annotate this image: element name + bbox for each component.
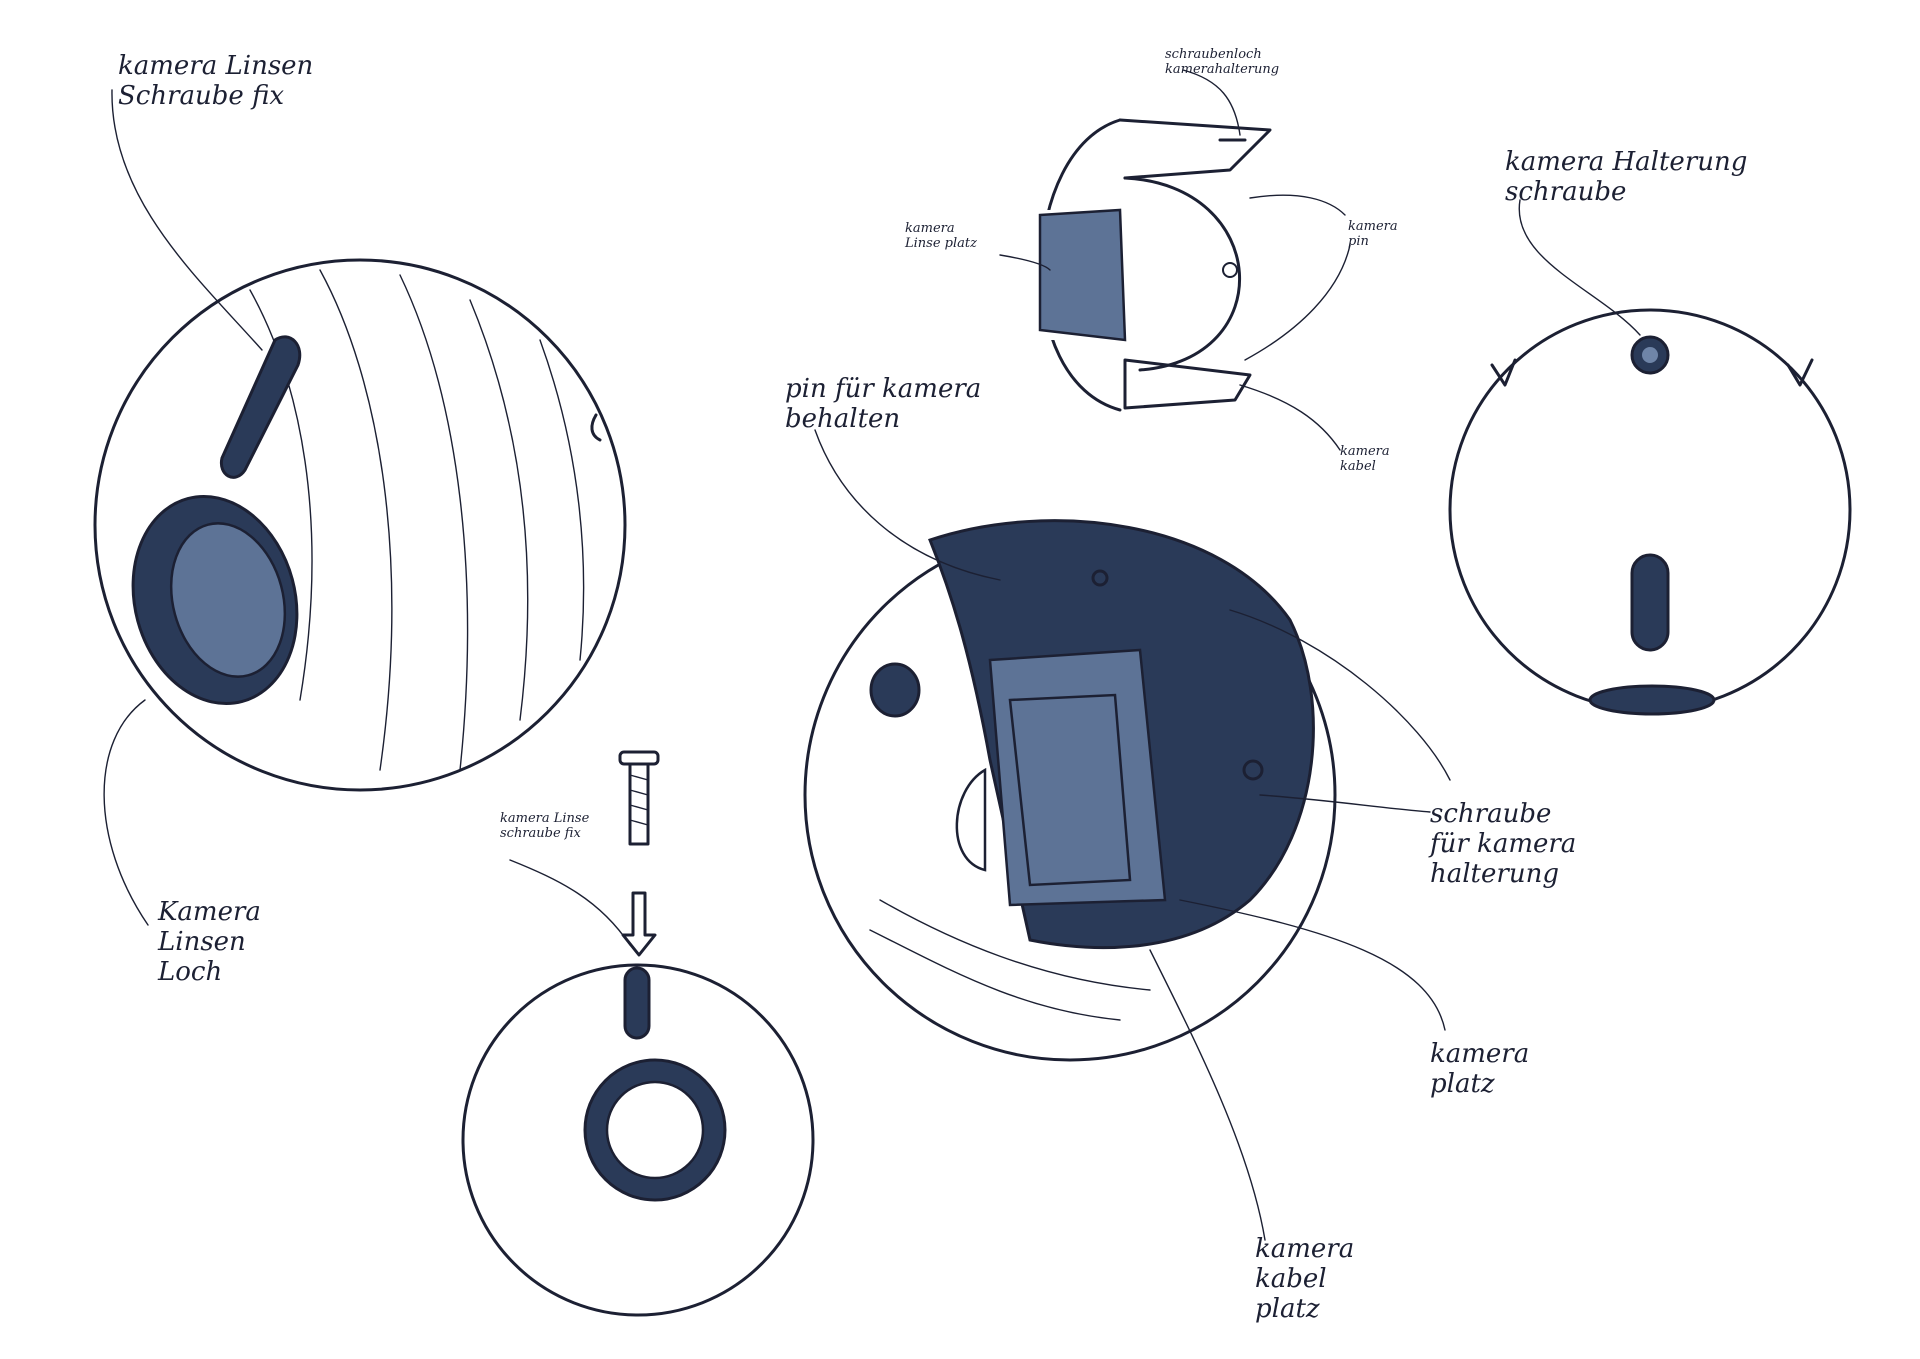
sphere-open-view xyxy=(803,519,1337,1062)
label-section-lens-place: kamera Linse platz xyxy=(905,221,977,251)
front-screw-slot xyxy=(623,966,651,1040)
label-holder-screw: kamera Halterung schraube xyxy=(1505,147,1748,207)
arrow-down-icon xyxy=(621,891,657,957)
lens-screw-slot xyxy=(219,335,302,479)
label-lens-screw-fix: kamera Linsen Schraube fix xyxy=(118,51,314,111)
label-lens-hole: Kamera Linsen Loch xyxy=(158,897,261,987)
rear-screw-slot xyxy=(1630,553,1670,652)
label-section-pin: kamera pin xyxy=(1348,219,1398,249)
label-pin-hold: pin für kamera behalten xyxy=(785,374,982,434)
label-camera-cable-place: kamera kabel platz xyxy=(1255,1234,1355,1324)
section-view xyxy=(1038,118,1272,412)
sphere-front-view xyxy=(461,963,815,1317)
label-section-cable: kamera kabel xyxy=(1340,444,1390,474)
screw-icon xyxy=(618,750,660,846)
sphere-lens-side xyxy=(93,258,627,792)
sphere-rear-view xyxy=(1448,308,1852,716)
label-camera-place: kamera platz xyxy=(1430,1039,1530,1099)
label-lens-screw-fix-small: kamera Linse schraube fix xyxy=(500,811,590,841)
label-screw-for-holder: schraube für kamera halterung xyxy=(1430,799,1577,889)
leader-lines xyxy=(103,69,1641,1241)
label-section-screw-hole: schraubenloch kamerahalterung xyxy=(1165,47,1280,77)
